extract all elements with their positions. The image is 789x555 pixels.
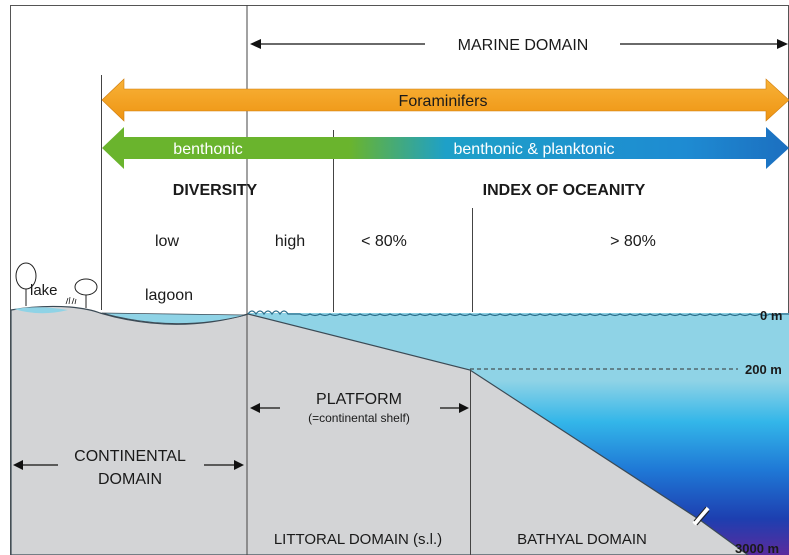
lake-water: [14, 307, 68, 314]
benthonic-label: benthonic: [173, 141, 242, 158]
diversity-high: high: [275, 233, 305, 250]
platform-label: PLATFORM: [316, 391, 402, 408]
lagoon-water: [101, 312, 247, 324]
benthonic-planktonic-label: benthonic & planktonic: [454, 141, 615, 158]
lake-label: lake: [30, 282, 58, 299]
arrowhead-right-icon: [459, 403, 469, 413]
foraminifers-band: [101, 78, 789, 122]
tree-icon: [74, 278, 98, 308]
littoral-domain-label: LITTORAL DOMAIN (s.l.): [274, 531, 442, 548]
bathyal-domain-label: BATHYAL DOMAIN: [517, 531, 647, 548]
arrowhead-left-icon: [13, 460, 23, 470]
slope-break-mark: [696, 510, 710, 526]
arrowhead-right-icon: [777, 39, 788, 49]
sea-surface: [247, 310, 789, 317]
diversity-low: low: [155, 233, 179, 250]
continental-domain-label-2: DOMAIN: [98, 471, 162, 488]
marine-domain-label: MARINE DOMAIN: [458, 37, 589, 54]
index-of-oceanity-heading: INDEX OF OCEANITY: [483, 182, 646, 199]
arrowhead-right-icon: [234, 460, 244, 470]
depth-3000-label: 3000 m: [735, 541, 779, 555]
arrowhead-left-icon: [250, 403, 260, 413]
oceanity-gt80: > 80%: [610, 233, 656, 250]
continental-domain-label-1: CONTINENTAL: [74, 448, 186, 465]
ocean-water: [248, 313, 789, 555]
platform-note: (=continental shelf): [308, 411, 410, 425]
depth-200-label: 200 m: [745, 362, 782, 377]
diversity-heading: DIVERSITY: [173, 182, 258, 199]
oceanity-lt80: < 80%: [361, 233, 407, 250]
slope-break-mark: [692, 506, 710, 526]
tree-icon: [15, 262, 37, 306]
benthonic-planktonic-band: [102, 127, 789, 169]
lagoon-label: lagoon: [145, 287, 193, 304]
slope-break-mark: [693, 506, 707, 522]
depth-0-label: 0 m: [760, 308, 782, 323]
arrowhead-left-icon: [250, 39, 261, 49]
foraminifers-label: Foraminifers: [399, 93, 488, 110]
grass-icon: [65, 296, 77, 305]
